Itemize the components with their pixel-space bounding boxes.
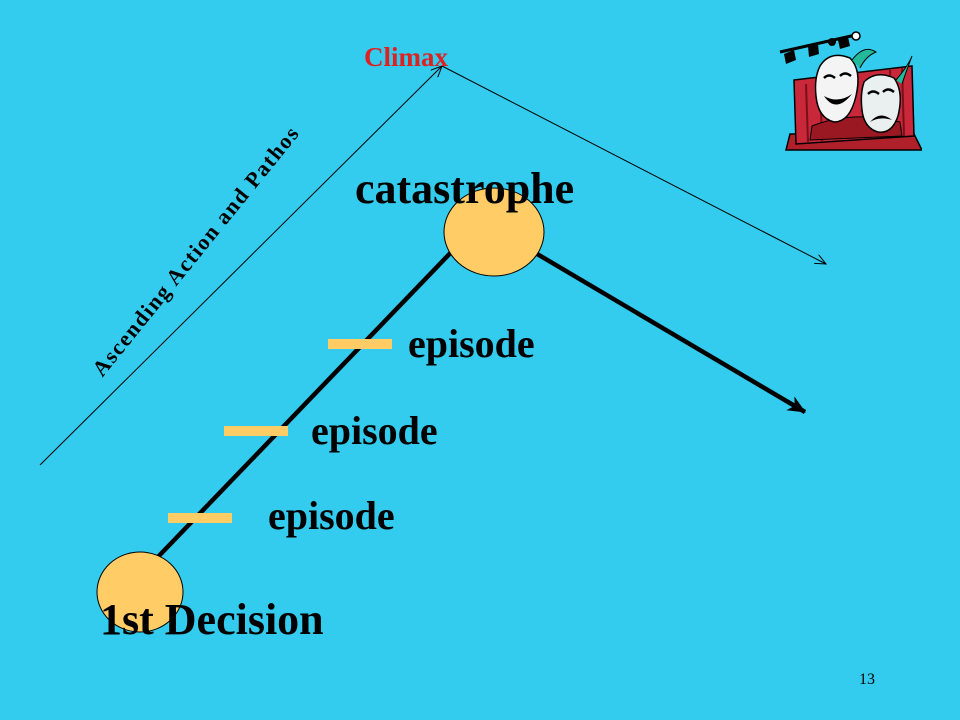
episode-label-2: episode (311, 408, 438, 453)
episode-bar-3 (168, 513, 232, 523)
episode-bar-1 (328, 339, 392, 349)
episode-label-1: episode (408, 321, 535, 366)
catastrophe-node (443, 187, 545, 277)
decision-node (96, 551, 184, 633)
climax-label: Climax (364, 42, 448, 72)
episode-bar-2 (224, 426, 288, 436)
episode-label-3: episode (268, 493, 395, 538)
ascending-line (39, 66, 442, 466)
rising-action-line (153, 241, 462, 562)
page-number: 13 (859, 671, 875, 688)
catastrophe-label: catastrophe (355, 164, 575, 213)
descending-line (441, 65, 826, 264)
falling-action-line (525, 246, 807, 414)
theater-masks-icon (779, 31, 922, 151)
decision-label: 1st Decision (100, 595, 324, 644)
